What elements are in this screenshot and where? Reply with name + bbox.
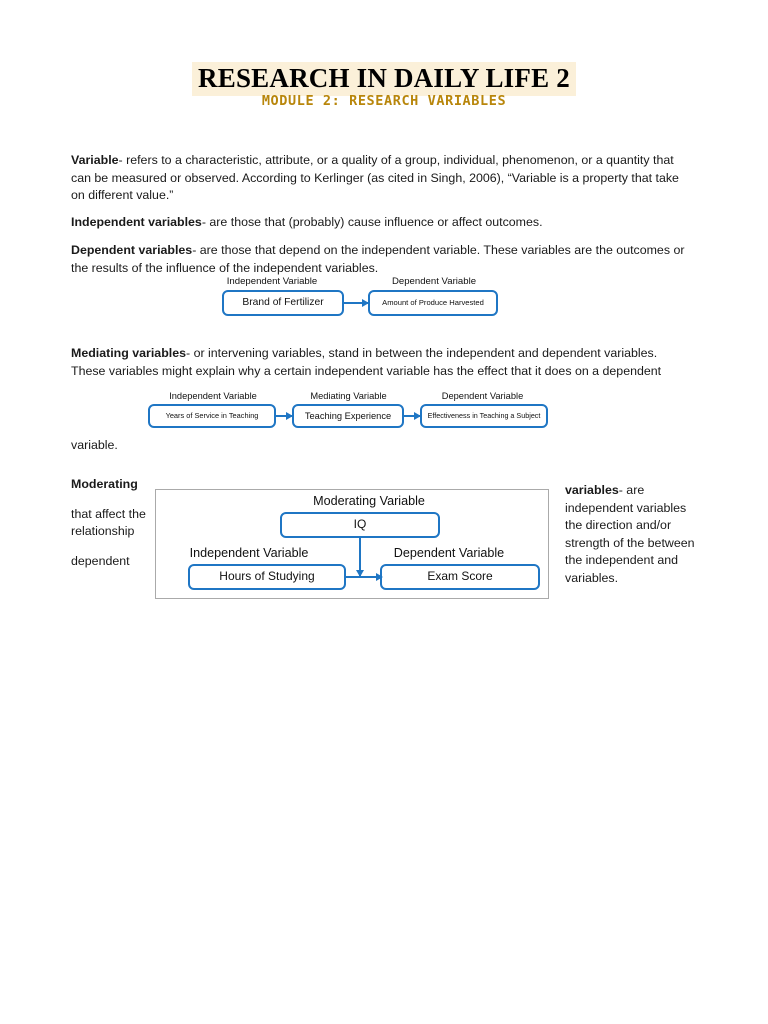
diagram-moderating-variable: Moderating Variable IQ Independent Varia… [155,489,549,599]
paragraph-mediating-variables: Mediating variables- or intervening vari… [71,345,693,380]
term-variable: Variable [71,153,119,167]
diagram-mediating-variable: Independent Variable Mediating Variable … [148,391,552,436]
paragraph-independent-variables: Independent variables- are those that (p… [71,214,693,232]
diagram3-label-moderating: Moderating Variable [313,494,425,508]
moderating-text-fragment-middle: that affect the relationship [71,506,146,539]
diagram2-arrow-right-icon-1 [276,415,292,418]
diagram3-connector-line [346,576,366,579]
paragraph-variable: Variable- refers to a characteristic, at… [71,152,693,205]
document-title-container: RESEARCH IN DAILY LIFE 2 [0,62,768,97]
diagram2-label-dependent: Dependent Variable [441,391,524,401]
diagram2-box-dependent: Effectiveness in Teaching a Subject [420,404,548,428]
document-subtitle-container: MODULE 2: RESEARCH VARIABLES [0,92,768,110]
module-subtitle: MODULE 2: RESEARCH VARIABLES [261,93,507,109]
term-moderating-variables: Moderating [71,477,138,491]
paragraph-mediating-continuation: variable. [71,438,118,452]
diagram1-box-independent: Brand of Fertilizer [222,290,344,316]
diagram2-arrow-right-icon-2 [404,415,420,418]
diagram3-box-moderating: IQ [280,512,440,538]
diagram2-label-mediating: Mediating Variable [310,391,387,401]
moderating-text-fragment-tail: dependent [71,553,130,568]
diagram2-box-mediating: Teaching Experience [292,404,404,428]
moderating-variables-section: Moderating that affect the relationship … [71,476,695,606]
diagram1-box-dependent: Amount of Produce Harvested [368,290,498,316]
diagram1-label-dependent: Dependent Variable [391,276,477,287]
definition-independent-variables: - are those that (probably) cause influe… [201,215,543,229]
diagram2-box-independent: Years of Service in Teaching [148,404,276,428]
diagram2-label-independent: Independent Variable [169,391,257,401]
diagram-independent-dependent: Independent Variable Dependent Variable … [196,276,498,322]
diagram1-label-independent: Independent Variable [226,276,318,287]
page-title: RESEARCH IN DAILY LIFE 2 [192,62,576,97]
definition-dependent-variables: - are those that depend on the independe… [71,243,685,275]
diagram1-arrow-right-icon [344,302,368,305]
moderating-text-right-column: variables- are independent variables the… [565,482,697,588]
term-dependent-variables: Dependent variables [71,243,193,257]
term-moderating-variables-cont: variables [565,483,619,497]
moderating-text-left-column: Moderating that affect the relationship … [71,476,149,570]
diagram3-arrow-right-icon [358,576,382,579]
term-mediating-variables: Mediating variables [71,346,186,360]
diagram3-label-dependent: Dependent Variable [393,546,505,560]
definition-moderating-variables: - are independent variables the directio… [565,483,695,586]
term-independent-variables: Independent variables [71,215,202,229]
diagram3-arrow-down-icon [359,538,362,576]
diagram3-box-independent: Hours of Studying [188,564,346,590]
diagram3-box-dependent: Exam Score [380,564,540,590]
diagram3-label-independent: Independent Variable [189,546,309,560]
definition-mediating-variables: - or intervening variables, stand in bet… [71,346,662,378]
paragraph-dependent-variables: Dependent variables- are those that depe… [71,242,693,277]
definition-variable: - refers to a characteristic, attribute,… [71,153,679,203]
